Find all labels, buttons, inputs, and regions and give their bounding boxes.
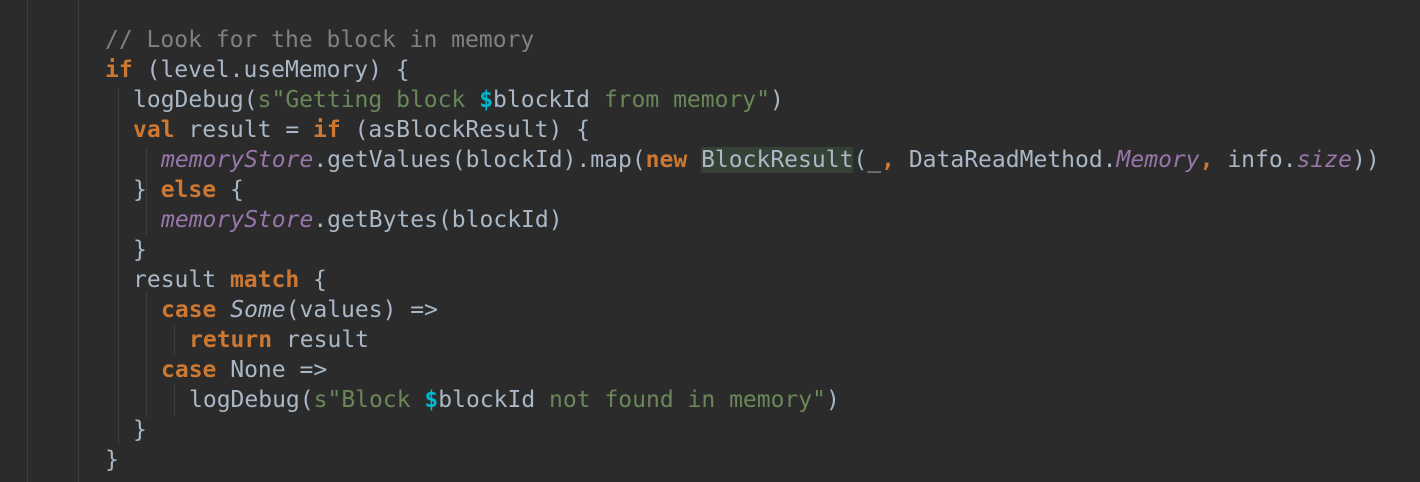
code-token-plain: (level.useMemory) { <box>132 57 410 83</box>
code-line[interactable]: logDebug(s"Getting block $blockId from m… <box>133 85 784 115</box>
code-token-plain: info. <box>1213 147 1297 173</box>
code-token-plain: } <box>133 417 147 443</box>
code-line[interactable]: } <box>133 415 147 445</box>
indent-guide <box>146 292 147 418</box>
code-token-plain: blockId <box>438 387 536 413</box>
code-token-plain: { <box>299 267 327 293</box>
code-token-keyword: if <box>105 57 133 83</box>
code-token-plain: logDebug( <box>189 387 314 413</box>
code-token-keyword: else <box>160 177 217 203</box>
code-token-keyword: case <box>161 357 217 383</box>
code-token-highlight: BlockResult <box>701 147 854 173</box>
code-line[interactable]: case None => <box>161 355 327 385</box>
code-token-plain: ) <box>770 87 784 113</box>
code-token-interp: $ <box>479 87 494 113</box>
code-token-interp: $ <box>424 387 439 413</box>
code-token-plain <box>687 147 701 173</box>
code-token-plain <box>216 297 230 323</box>
code-token-plain: } <box>105 447 119 473</box>
code-token-plain: (values) => <box>285 297 438 323</box>
code-token-plain: result <box>272 327 370 353</box>
code-token-plain: .getBytes(blockId) <box>313 207 563 233</box>
code-token-plain: None => <box>216 357 328 383</box>
code-token-plain: } <box>133 237 147 263</box>
code-token-field: memoryStore <box>161 147 314 173</box>
code-token-keyword: new <box>645 147 688 173</box>
code-token-plain: blockId <box>493 87 590 113</box>
code-token-plain: result = <box>174 117 314 143</box>
code-line[interactable]: case Some(values) => <box>161 295 438 325</box>
code-line[interactable]: memoryStore.getBytes(blockId) <box>161 205 563 235</box>
code-token-keyword: match <box>229 267 300 293</box>
code-token-field: size <box>1296 147 1352 173</box>
code-token-field: Memory <box>1116 147 1200 173</box>
code-token-string: not found in memory" <box>535 387 826 413</box>
code-line[interactable]: if (level.useMemory) { <box>105 55 410 85</box>
code-token-plain: { <box>216 177 244 203</box>
code-token-plain: result <box>133 267 230 293</box>
code-token-string: s"Getting block <box>257 87 480 113</box>
code-token-string: from memory" <box>589 87 770 113</box>
code-token-keyword: , <box>881 147 895 173</box>
code-line[interactable]: } <box>105 445 119 475</box>
code-line[interactable]: // Look for the block in memory <box>105 25 534 55</box>
code-line[interactable]: val result = if (asBlockResult) { <box>133 115 590 145</box>
code-token-field: memoryStore <box>161 207 314 233</box>
code-token-keyword: , <box>1199 147 1214 173</box>
code-line[interactable]: } <box>133 235 147 265</box>
code-token-plain: logDebug( <box>133 87 258 113</box>
indent-guide <box>174 385 175 415</box>
indent-guide <box>27 0 28 482</box>
code-token-plain: DataReadMethod. <box>894 147 1117 173</box>
code-token-keyword: val <box>133 117 175 143</box>
indent-guide <box>118 88 119 445</box>
indent-guide <box>146 148 147 235</box>
code-token-plain: )) <box>1351 147 1380 173</box>
code-token-plain: ) <box>826 387 840 413</box>
code-token-keyword: if <box>313 117 341 143</box>
code-token-plain: (_ <box>853 147 882 173</box>
code-line[interactable]: logDebug(s"Block $blockId not found in m… <box>189 385 840 415</box>
code-line[interactable]: result match { <box>133 265 327 295</box>
code-token-keyword: return <box>189 327 273 353</box>
code-token-plain: (asBlockResult) { <box>340 117 590 143</box>
code-token-plain: } <box>133 177 161 203</box>
code-line[interactable]: return result <box>189 325 369 355</box>
code-line[interactable]: } else { <box>133 175 244 205</box>
code-token-comment: // Look for the block in memory <box>105 27 535 53</box>
code-token-string: s"Block <box>313 387 425 413</box>
code-token-keyword: case <box>161 297 217 323</box>
code-line[interactable]: memoryStore.getValues(blockId).map(new B… <box>161 145 1380 175</box>
code-token-italic: Some <box>230 297 286 323</box>
indent-guide <box>78 0 79 482</box>
code-token-plain: .getValues(blockId).map( <box>313 147 646 173</box>
indent-guide <box>174 325 175 355</box>
